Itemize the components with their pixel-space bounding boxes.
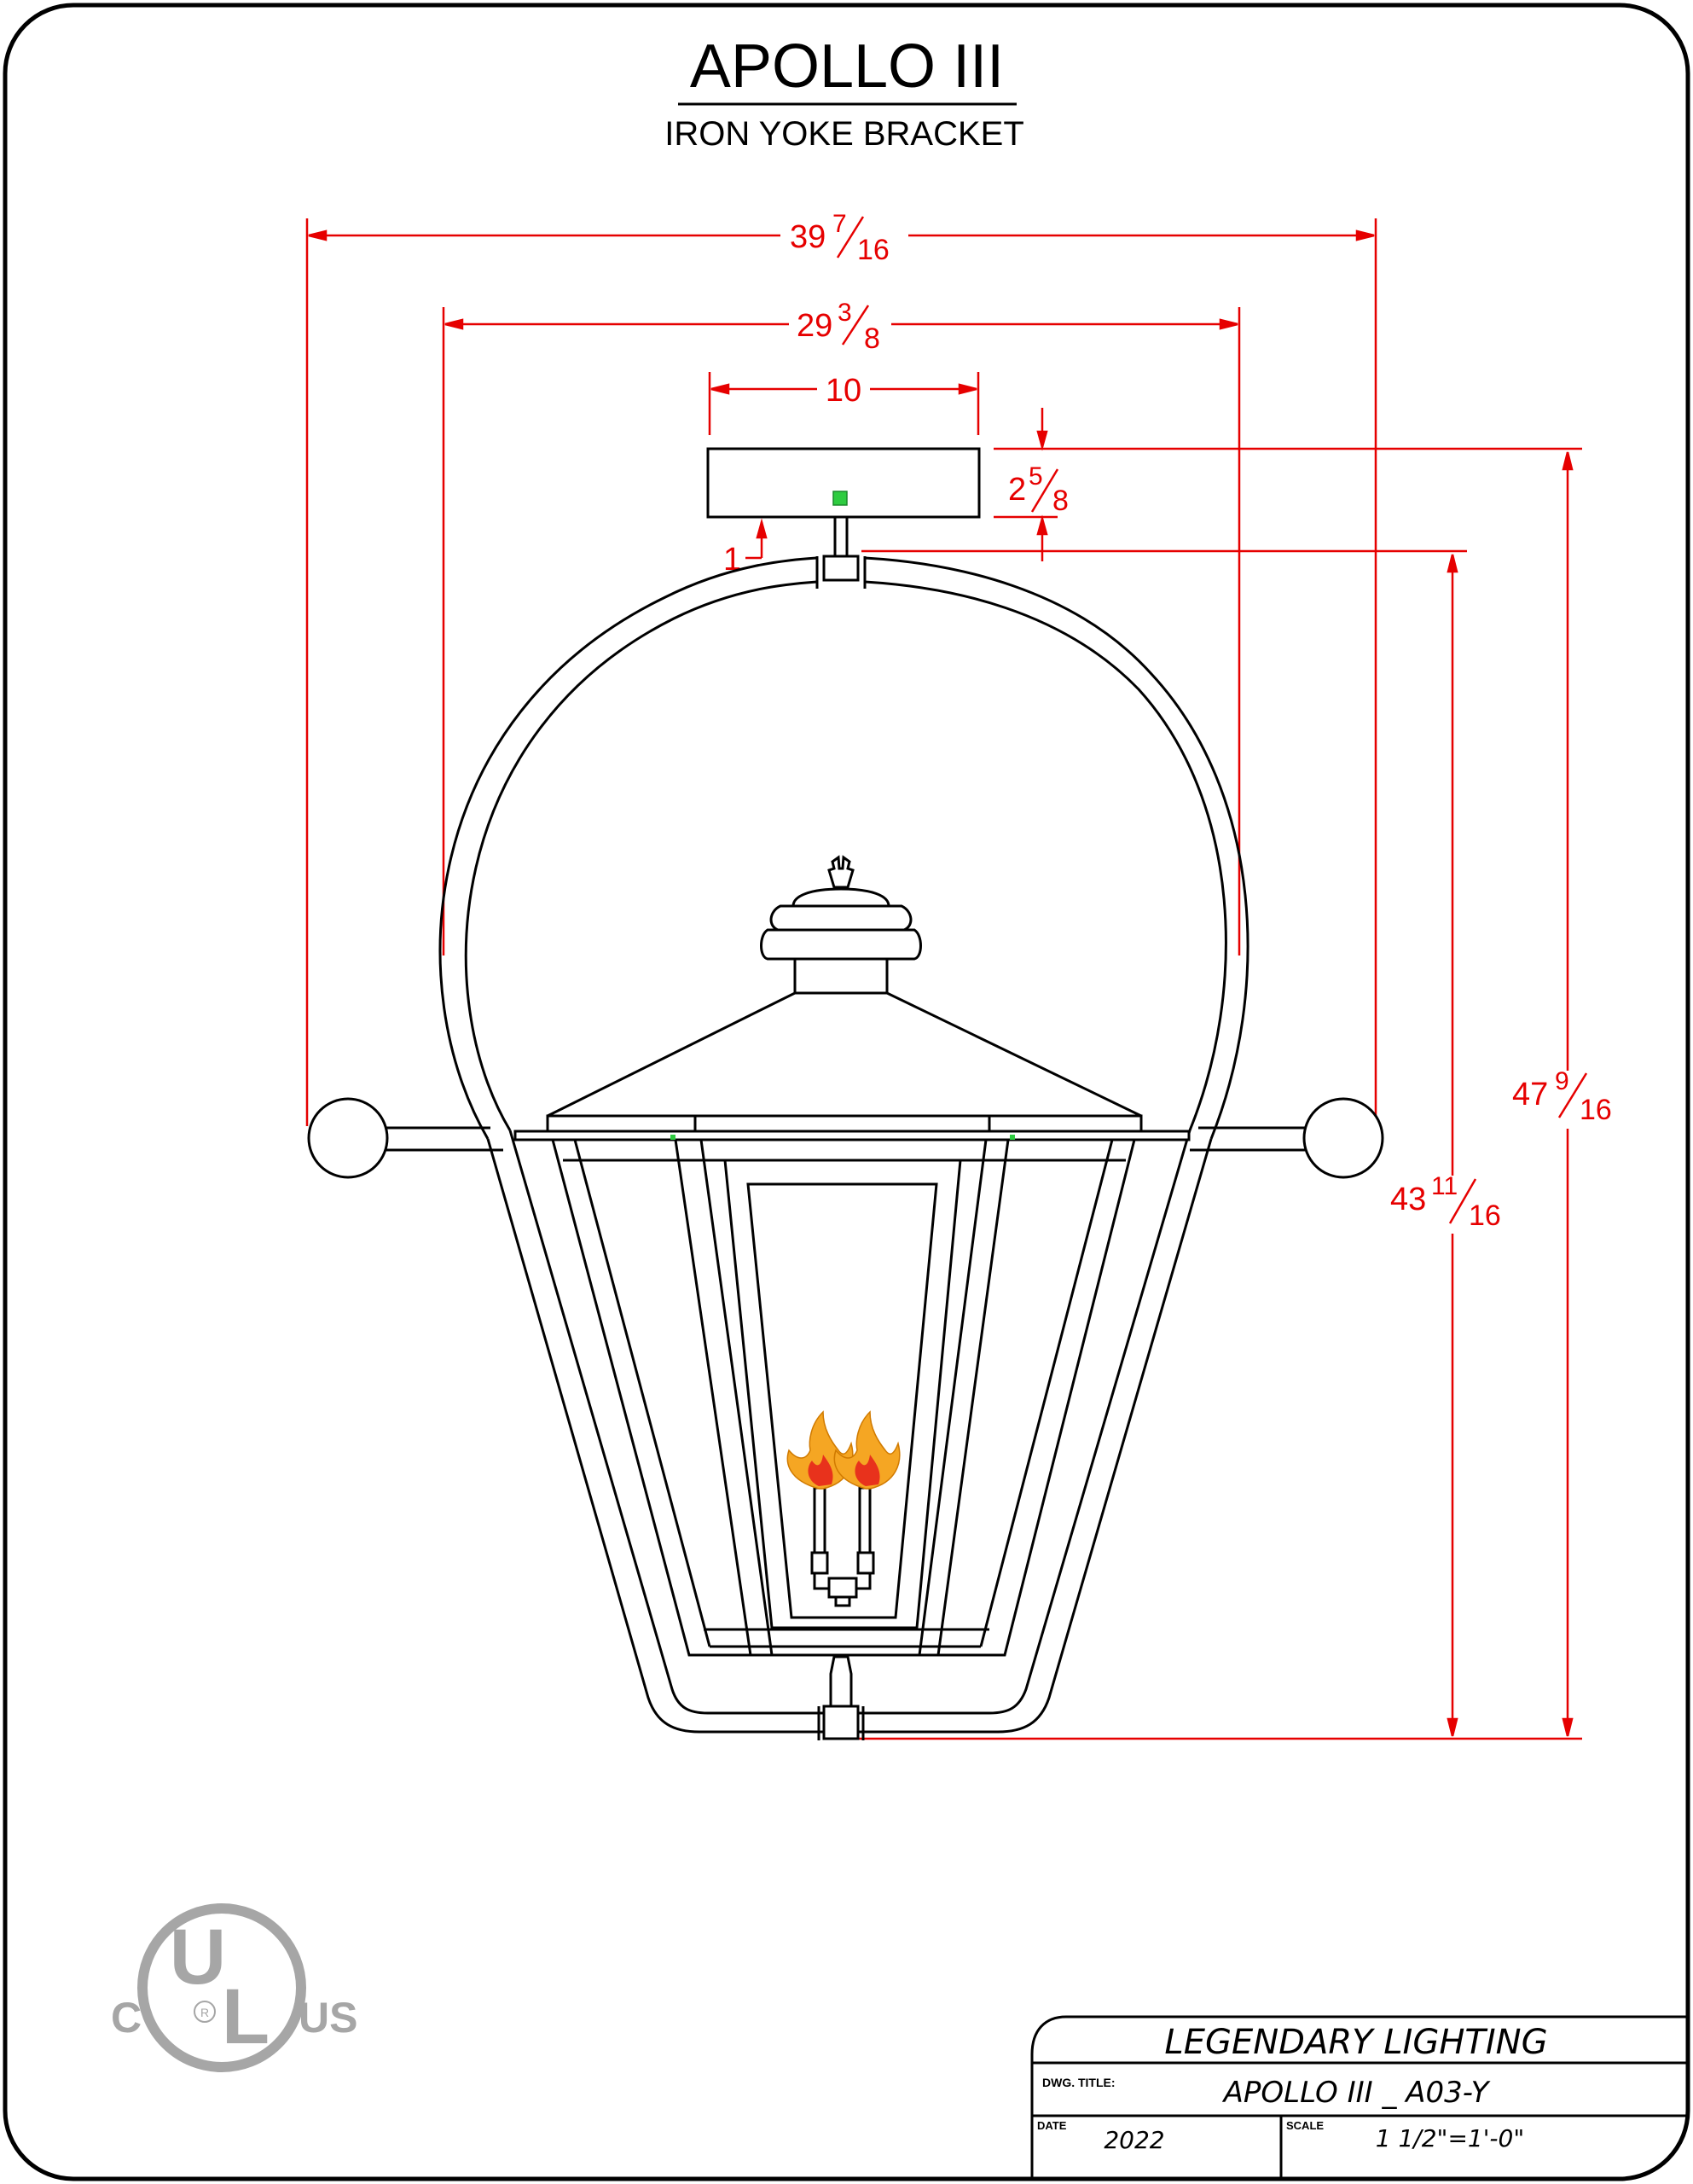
arrow: [1447, 1717, 1458, 1737]
ul-logo: U L R C US: [111, 1903, 357, 2072]
drawing-title: APOLLO III: [690, 32, 1004, 101]
burner-tube-left: [813, 1486, 826, 1558]
canopy-plate: [706, 447, 981, 519]
yoke-outer: [438, 556, 1249, 1140]
yoke-width-den: 8: [864, 322, 880, 355]
ul-logo-l: L: [222, 1973, 270, 2060]
arrow: [308, 229, 328, 241]
flames: [786, 1410, 901, 1490]
overall-height-whole: 47: [1512, 1077, 1548, 1112]
yoke-inner: [464, 580, 1227, 1131]
finial-ball-right: [1302, 1097, 1384, 1179]
burner-valve: [827, 1577, 858, 1599]
finial-ball-left: [307, 1097, 389, 1179]
ul-logo-us: US: [299, 1994, 357, 2042]
ul-logo-c: C: [111, 1994, 142, 2042]
yoke-height-num: 11: [1431, 1172, 1458, 1200]
arrow: [1562, 1717, 1574, 1737]
valve-marker: [832, 491, 848, 506]
dimension-labels: 39 7 16 29 3 8 10 2 5 8 1 47 9 16 43 11 …: [723, 210, 1626, 1234]
svg-text:R: R: [200, 2006, 209, 2019]
header: APOLLO III IRON YOKE BRACKET: [664, 32, 1024, 153]
sheet-border: [3, 3, 1690, 2181]
yoke-width-whole: 29: [797, 308, 832, 344]
title-block: LEGENDARY LIGHTING DWG. TITLE: APOLLO II…: [1030, 2015, 1688, 2179]
bottom-coupling: [822, 1705, 860, 1740]
glass-panel-inner: [746, 1182, 938, 1619]
arrow: [444, 318, 464, 330]
scale-value: 1 1/2"=1'-0": [1376, 2124, 1524, 2152]
top-coupling: [822, 555, 860, 582]
canopy-height-whole: 2: [1008, 472, 1026, 508]
arrow: [1562, 451, 1574, 471]
canopy-height-num: 5: [1029, 462, 1043, 491]
overall-width-whole: 39: [790, 219, 826, 255]
flame-left-inner: [808, 1455, 833, 1486]
lantern-finial: [827, 855, 855, 889]
arrow: [710, 383, 730, 395]
fixture: [307, 447, 1384, 1740]
yoke-lower-left: [486, 1138, 824, 1734]
yoke-lower-right-inner: [858, 1130, 1191, 1715]
canopy-height-den: 8: [1052, 485, 1069, 517]
yoke-height-whole: 43: [1390, 1182, 1426, 1217]
overall-height-num: 9: [1555, 1067, 1569, 1095]
date-label: DATE: [1037, 2119, 1067, 2132]
flame-right-outer: [833, 1410, 901, 1490]
yoke-lower-right: [858, 1138, 1213, 1734]
lantern-cap: [769, 904, 913, 932]
overall-height-den: 16: [1580, 1094, 1612, 1126]
burner-tube-right: [858, 1486, 872, 1558]
arrow: [1355, 229, 1375, 241]
registered-mark: [194, 2001, 216, 2023]
yoke-lower-left-inner: [508, 1130, 824, 1715]
ul-logo-ring: [137, 1903, 306, 2072]
lantern-roof-band: [546, 1114, 1143, 1133]
title-block-frame: [1030, 2015, 1688, 2179]
lantern-roof: [547, 991, 1142, 1118]
stem-label: 1: [723, 542, 741, 578]
dwg-title-label: DWG. TITLE:: [1042, 2076, 1116, 2089]
canopy-width-label: 10: [826, 373, 861, 409]
ul-logo-u: U: [170, 1914, 226, 2001]
yoke-width-num: 3: [838, 299, 852, 327]
arrow: [1036, 514, 1048, 536]
arrow: [1036, 430, 1048, 451]
dimensions: [305, 218, 1582, 1740]
glass-panel-outer: [723, 1159, 962, 1629]
scale-label: SCALE: [1286, 2119, 1324, 2132]
yoke-height-den: 16: [1469, 1199, 1501, 1232]
overall-width-num: 7: [832, 210, 847, 238]
arrow: [756, 518, 768, 539]
company-name: LEGENDARY LIGHTING: [1164, 2023, 1547, 2062]
overall-width-den: 16: [857, 234, 890, 266]
arrow: [1219, 318, 1238, 330]
date-value: 2022: [1104, 2126, 1164, 2154]
arrow: [1447, 554, 1458, 573]
arrow: [958, 383, 977, 395]
dwg-title-value: APOLLO III _ A03-Y: [1222, 2076, 1491, 2110]
drawing-subtitle: IRON YOKE BRACKET: [664, 115, 1024, 153]
flame-right-inner: [855, 1455, 880, 1486]
